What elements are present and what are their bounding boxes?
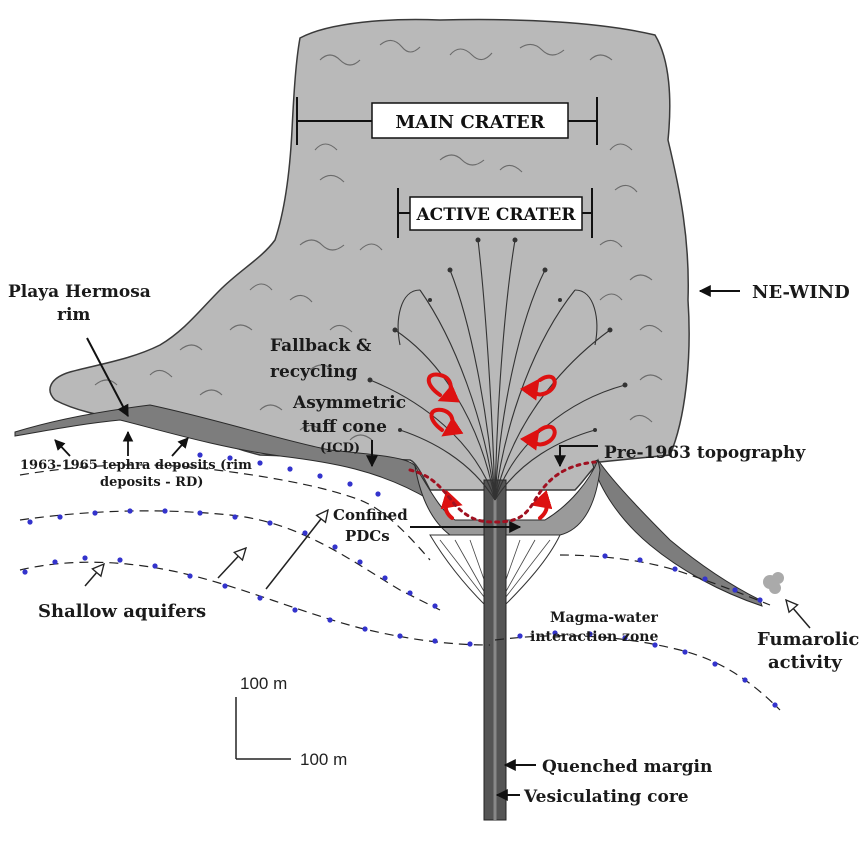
fallback-label: Fallback & — [270, 336, 372, 356]
tephra-deposits-rd-label: deposits - RD) — [100, 475, 203, 490]
asymmetric-label: Asymmetric — [292, 393, 406, 413]
playa-hermosa-label: Playa Hermosa — [8, 282, 151, 302]
vesiculating-core-label: Vesiculating core — [523, 787, 689, 807]
scale-horizontal-label: 100 m — [300, 750, 347, 769]
active-crater-label: ACTIVE CRATER — [415, 205, 576, 225]
scale-bar: 100 m 100 m — [236, 674, 347, 769]
interaction-zone-label: interaction zone — [530, 629, 658, 645]
tephra-deposits-label: 1963-1965 tephra deposits (rim — [20, 458, 252, 473]
scale-vertical-label: 100 m — [240, 674, 287, 693]
fumarolic-label: Fumarolic — [757, 629, 859, 650]
recycling-label: recycling — [270, 362, 358, 382]
pre1963-label: Pre-1963 topography — [604, 443, 806, 463]
icd-label: (ICD) — [320, 441, 360, 456]
quenched-margin-label: Quenched margin — [542, 757, 712, 777]
rim-deposits-right — [592, 460, 762, 606]
shallow-aquifers-label: Shallow aquifers — [38, 601, 206, 622]
aquifer-dots — [22, 452, 777, 707]
main-crater-label: MAIN CRATER — [395, 112, 545, 133]
tuff-cone-label: tuff cone — [302, 417, 387, 437]
playa-hermosa-rim-label: rim — [57, 305, 90, 325]
pdcs-label: PDCs — [345, 527, 390, 545]
magma-water-label: Magma-water — [550, 610, 659, 626]
ne-wind-label: NE-WIND — [752, 282, 850, 303]
activity-label: activity — [768, 652, 842, 673]
fumarole-puff — [763, 572, 784, 594]
confined-label: Confined — [333, 506, 408, 524]
aquifer-lines — [20, 465, 780, 710]
